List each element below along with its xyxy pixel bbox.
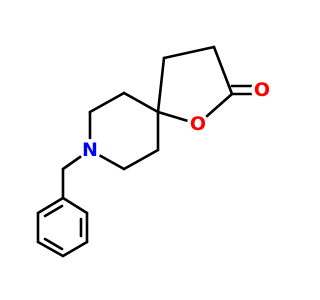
bond-ring-1	[61, 196, 89, 215]
atom-label-carbonyl-o: O	[251, 79, 273, 101]
bond-aromatic-3	[43, 204, 64, 218]
bond-aromatic-2	[43, 237, 64, 251]
carbonyl-oxygen-label: O	[254, 79, 270, 101]
atom-bg-ring-o	[187, 113, 209, 135]
ring-oxygen-label: O	[190, 113, 206, 135]
bond-ring-6	[36, 196, 65, 215]
atom-bg-carbonyl-o	[251, 79, 273, 101]
bond-pip-5	[122, 148, 160, 171]
atom-bg-n	[79, 139, 101, 161]
bond-ring-3	[61, 240, 89, 258]
nitrogen-label: N	[82, 139, 98, 161]
structure-canvas: N O O	[36, 45, 273, 258]
bond-pip-2	[88, 91, 126, 114]
atom-label-ring-o: O	[187, 113, 209, 135]
atom-label-n: N	[79, 139, 101, 161]
bond-lac-2	[162, 45, 216, 60]
bond-layer	[36, 45, 264, 258]
bond-ring-4	[36, 240, 65, 258]
bond-lac-1	[156, 56, 166, 114]
bond-pip-3	[122, 91, 160, 114]
molecule-drawing: N O O	[36, 45, 273, 258]
bond-lac-3	[212, 45, 234, 96]
